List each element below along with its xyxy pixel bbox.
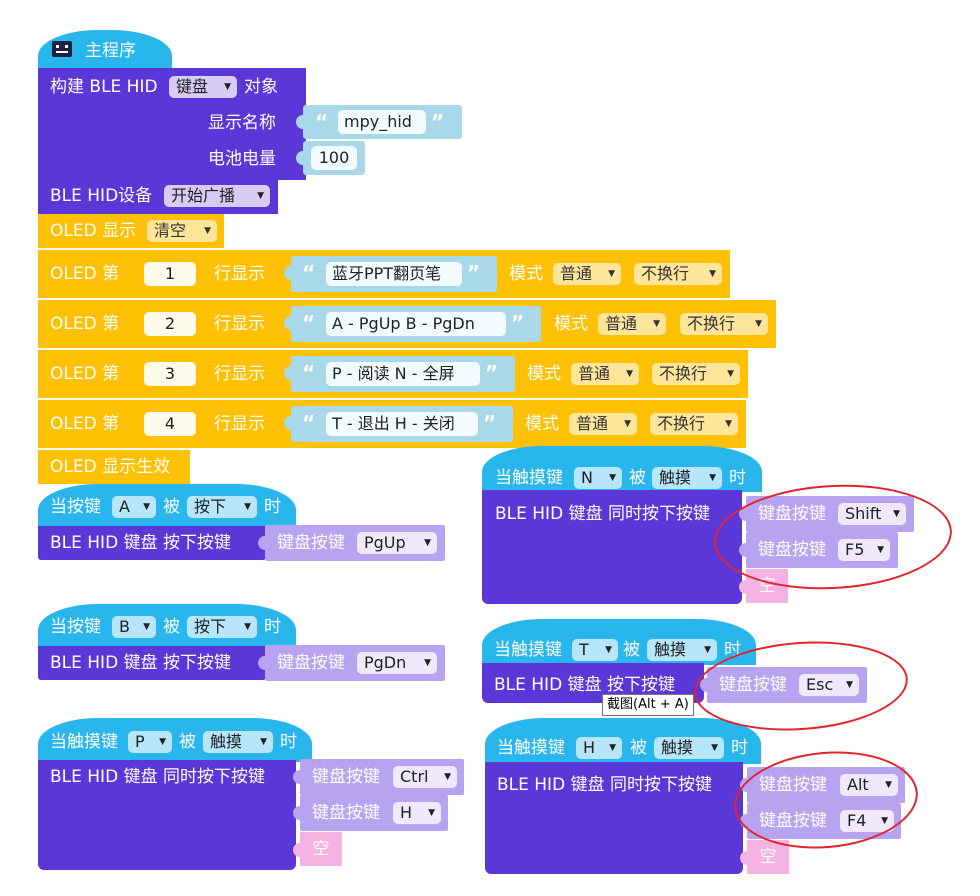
- touch-action-dropdown[interactable]: 触摸▼: [654, 737, 724, 759]
- oled-show-label: OLED 显示: [50, 221, 137, 241]
- touch-key-dropdown[interactable]: T▼: [572, 639, 618, 661]
- oled-mode-label: 模式: [509, 264, 543, 284]
- oled-row-di-label: OLED 第: [50, 364, 120, 384]
- keyboard-key-dropdown[interactable]: PgUp▼: [357, 532, 437, 554]
- ble-combo-key-label: BLE HID 键盘 同时按下按键: [50, 767, 265, 787]
- battery-label: 电池电量: [208, 149, 276, 169]
- ble-combo-key-block[interactable]: [485, 762, 743, 874]
- ble-press-key-block[interactable]: [38, 526, 266, 560]
- event-shi-label: 时: [264, 617, 281, 637]
- event-shi-label: 时: [729, 468, 746, 488]
- button-key-dropdown[interactable]: A▼: [112, 496, 156, 518]
- event-shi-label: 时: [724, 640, 741, 660]
- battery-input[interactable]: 100: [311, 146, 357, 170]
- oled-row-text-input[interactable]: T - 退出 H - 关闭: [326, 412, 478, 436]
- oled-row-number[interactable]: 1: [144, 262, 196, 286]
- oled-row-di-label: OLED 第: [50, 314, 120, 334]
- tooltip: 截图(Alt + A): [602, 694, 694, 716]
- build-ble-hid-label: 构建 BLE HID: [50, 77, 158, 97]
- oled-row-text-input[interactable]: A - PgUp B - PgDn: [326, 312, 506, 336]
- touch-key-dropdown[interactable]: N▼: [574, 467, 622, 489]
- button-key-dropdown[interactable]: B▼: [112, 616, 156, 638]
- oled-mode-dropdown[interactable]: 普通▼: [569, 413, 637, 435]
- oled-mode-dropdown[interactable]: 普通▼: [571, 363, 639, 385]
- ble-combo-key-label: BLE HID 键盘 同时按下按键: [497, 775, 712, 795]
- touch-action-dropdown[interactable]: 触摸▼: [647, 639, 717, 661]
- ble-combo-key-block[interactable]: [38, 760, 296, 870]
- button-action-dropdown[interactable]: 按下▼: [187, 496, 257, 518]
- event-when-label: 当触摸键: [494, 640, 562, 660]
- keyboard-key-dropdown[interactable]: Esc▼: [799, 674, 859, 696]
- oled-row-number[interactable]: 2: [144, 312, 196, 336]
- oled-mode-label: 模式: [554, 314, 588, 334]
- oled-wrap-dropdown[interactable]: 不换行▼: [650, 413, 738, 435]
- ble-combo-key-label: BLE HID 键盘 同时按下按键: [495, 504, 710, 524]
- oled-wrap-dropdown[interactable]: 不换行▼: [680, 313, 768, 335]
- keyboard-key-dropdown[interactable]: F5▼: [838, 539, 890, 561]
- event-bei-label: 被: [163, 497, 180, 517]
- oled-row-text-input[interactable]: P - 阅读 N - 全屏: [326, 362, 480, 386]
- keyboard-key-dropdown[interactable]: Alt▼: [840, 774, 898, 796]
- keyboard-key-dropdown[interactable]: Ctrl▼: [393, 766, 457, 788]
- event-when-label: 当按键: [50, 497, 101, 517]
- keyboard-key-dropdown[interactable]: H▼: [393, 802, 441, 824]
- main-program-title: 主程序: [85, 41, 136, 61]
- oled-row-di-label: OLED 第: [50, 264, 120, 284]
- ble-device-action-dropdown[interactable]: 开始广播▼: [164, 185, 270, 207]
- button-action-dropdown[interactable]: 按下▼: [187, 616, 257, 638]
- event-bei-label: 被: [179, 732, 196, 752]
- event-bei-label: 被: [623, 640, 640, 660]
- event-when-label: 当触摸键: [497, 738, 565, 758]
- event-shi-label: 时: [280, 732, 297, 752]
- oled-row-show-label: 行显示: [214, 314, 265, 334]
- oled-mode-dropdown[interactable]: 普通▼: [553, 263, 621, 285]
- oled-effect-label: OLED 显示生效: [50, 457, 171, 477]
- keyboard-key-block[interactable]: 键盘按键: [747, 767, 905, 803]
- keyboard-key-dropdown[interactable]: F4▼: [840, 810, 894, 832]
- ble-press-key-label: BLE HID 键盘 按下按键: [494, 675, 675, 695]
- oled-row-show-label: 行显示: [214, 264, 265, 284]
- event-bei-label: 被: [630, 738, 647, 758]
- oled-clear-dropdown[interactable]: 清空▼: [147, 220, 217, 242]
- event-bei-label: 被: [629, 468, 646, 488]
- empty-slot-block[interactable]: 空: [747, 840, 789, 874]
- oled-row-text-input[interactable]: 蓝牙PPT翻页笔: [326, 262, 462, 286]
- ble-device-label: BLE HID设备: [50, 186, 153, 206]
- display-name-label: 显示名称: [208, 113, 276, 133]
- object-label: 对象: [244, 77, 278, 97]
- oled-row-show-label: 行显示: [214, 364, 265, 384]
- event-shi-label: 时: [731, 738, 748, 758]
- touch-key-dropdown[interactable]: H▼: [576, 737, 622, 759]
- device-type-dropdown[interactable]: 键盘▼: [169, 76, 237, 98]
- oled-mode-dropdown[interactable]: 普通▼: [598, 313, 666, 335]
- event-when-label: 当触摸键: [495, 468, 563, 488]
- oled-effect-block[interactable]: [38, 450, 190, 484]
- oled-row-number[interactable]: 3: [144, 362, 196, 386]
- oled-mode-label: 模式: [525, 414, 559, 434]
- empty-slot-block[interactable]: 空: [300, 832, 342, 866]
- touch-action-dropdown[interactable]: 触摸▼: [203, 731, 273, 753]
- ble-press-key-label: BLE HID 键盘 按下按键: [50, 533, 231, 553]
- event-shi-label: 时: [264, 497, 281, 517]
- display-name-input[interactable]: mpy_hid: [338, 110, 426, 134]
- empty-slot-block[interactable]: 空: [746, 569, 788, 603]
- event-when-label: 当按键: [50, 617, 101, 637]
- event-when-label: 当触摸键: [50, 732, 118, 752]
- keyboard-key-dropdown[interactable]: Shift▼: [838, 503, 906, 525]
- oled-row-number[interactable]: 4: [144, 412, 196, 436]
- touch-action-dropdown[interactable]: 触摸▼: [652, 467, 722, 489]
- ble-press-key-label: BLE HID 键盘 按下按键: [50, 653, 231, 673]
- oled-mode-label: 模式: [527, 364, 561, 384]
- microbit-board-icon: [52, 41, 72, 57]
- oled-row-di-label: OLED 第: [50, 414, 120, 434]
- oled-row-show-label: 行显示: [214, 414, 265, 434]
- keyboard-key-dropdown[interactable]: PgDn▼: [357, 652, 437, 674]
- oled-wrap-dropdown[interactable]: 不换行▼: [652, 363, 740, 385]
- oled-wrap-dropdown[interactable]: 不换行▼: [634, 263, 722, 285]
- ble-press-key-block[interactable]: [38, 646, 266, 680]
- touch-key-dropdown[interactable]: P▼: [128, 731, 172, 753]
- event-bei-label: 被: [163, 617, 180, 637]
- ble-combo-key-block[interactable]: [482, 490, 742, 604]
